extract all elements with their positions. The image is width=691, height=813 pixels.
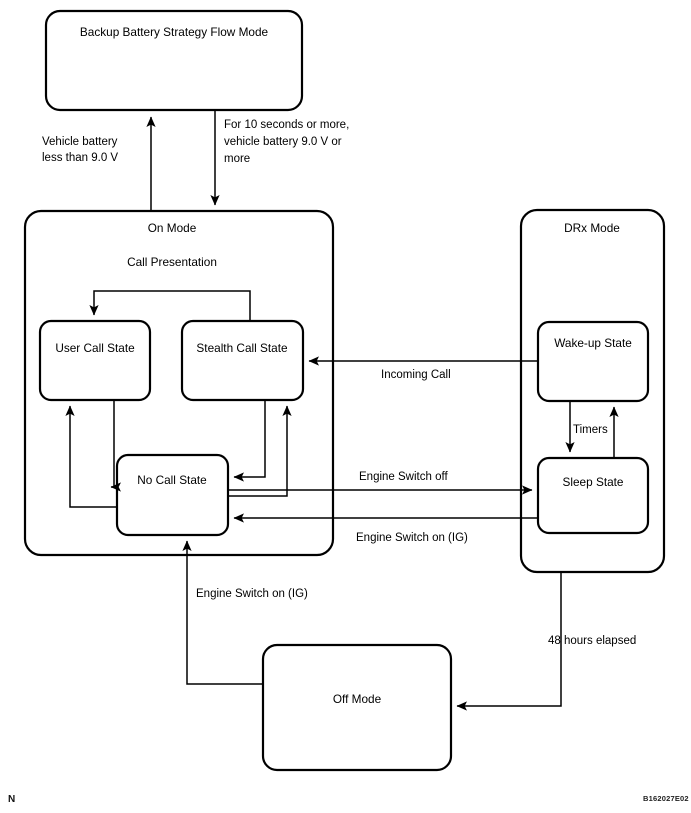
- document-code-label: B162027E02: [643, 794, 689, 803]
- edge-incoming-call-label: Incoming Call: [381, 369, 451, 381]
- user-call-state-label: User Call State: [55, 341, 135, 355]
- edge-incoming-call: Incoming Call: [308, 356, 538, 381]
- node-off-mode[interactable]: Off Mode: [261, 643, 453, 772]
- edge-vehicle-battery-low-label-line1: Vehicle battery: [42, 136, 118, 148]
- node-backup-battery-strategy-flow-mode[interactable]: Backup Battery Strategy Flow Mode: [44, 9, 304, 112]
- node-stealth-call-state[interactable]: Stealth Call State: [180, 319, 305, 402]
- edge-no-call-to-user: [65, 405, 117, 508]
- edge-engine-switch-on-ig-right-label: Engine Switch on (IG): [356, 532, 468, 544]
- edge-48-hours-elapsed-label: 48 hours elapsed: [548, 635, 636, 647]
- call-presentation-label: Call Presentation: [127, 255, 217, 269]
- corner-mark-label: N: [8, 794, 15, 805]
- edge-engine-switch-on-ig-bottom: Engine Switch on (IG): [182, 540, 308, 685]
- edge-engine-switch-on-ig-bottom-line: [182, 540, 263, 685]
- sleep-state-label: Sleep State: [563, 475, 624, 489]
- user-call-state-box-shape: [38, 319, 152, 402]
- edge-no-call-to-stealth: [228, 405, 292, 497]
- edge-battery-ok: For 10 seconds or more, vehicle battery …: [210, 110, 349, 206]
- edge-stealth-to-user: [89, 290, 251, 321]
- off-mode-box-shape: [261, 643, 453, 772]
- backup-battery-label: Backup Battery Strategy Flow Mode: [80, 25, 269, 39]
- off-mode-label: Off Mode: [333, 692, 382, 706]
- edge-engine-switch-on-ig-right: Engine Switch on (IG): [233, 513, 538, 544]
- edge-timers-label: Timers: [573, 424, 608, 436]
- node-on-mode[interactable]: On Mode Call Presentation: [23, 209, 335, 557]
- edge-vehicle-battery-low-label-line2: less than 9.0 V: [42, 152, 118, 164]
- drx-mode-label: DRx Mode: [564, 221, 620, 235]
- edge-engine-switch-off: Engine Switch off: [228, 471, 533, 495]
- edge-user-to-no-call: [110, 400, 121, 492]
- wake-up-state-box-shape: [536, 320, 650, 403]
- edge-stealth-to-no-call: [233, 400, 266, 482]
- edge-48-hours-elapsed: 48 hours elapsed: [456, 572, 636, 711]
- stealth-call-state-label: Stealth Call State: [196, 341, 288, 355]
- on-mode-label: On Mode: [148, 221, 197, 235]
- no-call-state-box-shape: [115, 453, 230, 537]
- no-call-state-label: No Call State: [137, 473, 207, 487]
- edge-engine-switch-off-label: Engine Switch off: [359, 471, 448, 483]
- node-sleep-state[interactable]: Sleep State: [536, 456, 650, 535]
- edge-vehicle-battery-low: Vehicle battery less than 9.0 V: [42, 116, 156, 211]
- on-mode-box-shape: [23, 209, 335, 557]
- edge-engine-switch-on-ig-bottom-label: Engine Switch on (IG): [196, 588, 308, 600]
- edge-timers: Timers: [565, 401, 619, 458]
- edge-battery-ok-label-line2: vehicle battery 9.0 V or: [224, 136, 342, 148]
- edge-battery-ok-label-line3: more: [224, 153, 250, 165]
- backup-battery-box-shape: [44, 9, 304, 112]
- stealth-call-state-box-shape: [180, 319, 305, 402]
- edge-battery-ok-label-line1: For 10 seconds or more,: [224, 119, 349, 131]
- wake-up-state-label: Wake-up State: [554, 336, 632, 350]
- node-wake-up-state[interactable]: Wake-up State: [536, 320, 650, 403]
- edge-48-hours-elapsed-line: [456, 572, 562, 711]
- node-no-call-state[interactable]: No Call State: [115, 453, 230, 537]
- sleep-state-box-shape: [536, 456, 650, 535]
- node-user-call-state[interactable]: User Call State: [38, 319, 152, 402]
